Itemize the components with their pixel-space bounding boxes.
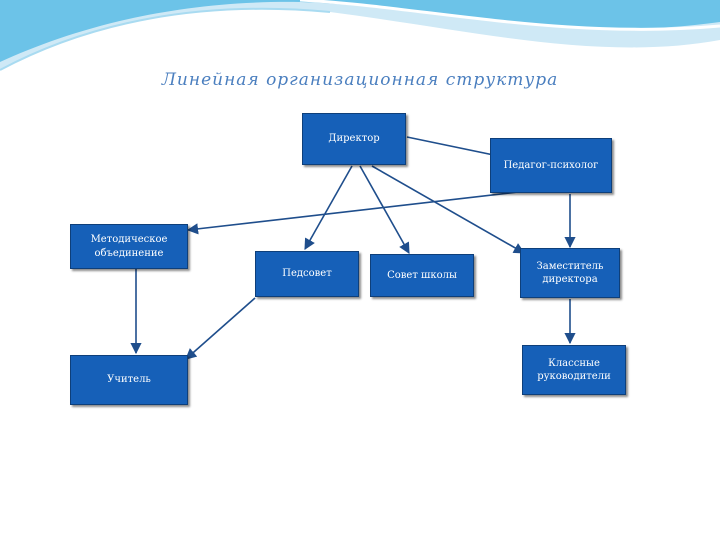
connector-director-deputy	[371, 165, 525, 254]
node-deputy: Заместитель директора	[520, 248, 620, 298]
wave-front	[0, 0, 720, 62]
connector-pedsovet-teacher	[185, 297, 256, 360]
node-psychologist-label: Педагог-психолог	[503, 159, 599, 171]
diagram-title: Линейная организационная структура	[161, 70, 559, 90]
node-pedsovet: Педсовет	[255, 251, 359, 297]
wave-edge	[0, 7, 331, 71]
node-methodical-label: Методическое объединение	[90, 234, 168, 259]
node-deputy-label: Заместитель директора	[536, 260, 604, 286]
node-school-council: Совет школы	[370, 254, 474, 297]
node-methodical: Методическое объединение	[70, 224, 188, 269]
node-class-teachers: Классные руководители	[522, 345, 626, 395]
node-director: Директор	[302, 113, 406, 165]
node-director-label: Директор	[328, 133, 380, 145]
node-psychologist: Педагог-психолог	[490, 138, 612, 193]
wave-highlight	[299, 0, 720, 31]
node-teacher-label: Учитель	[107, 374, 151, 386]
node-pedsovet-label: Педсовет	[282, 268, 332, 280]
connector-director-school-council	[359, 165, 410, 254]
node-school-council-label: Совет школы	[387, 269, 457, 281]
node-teacher: Учитель	[70, 355, 188, 405]
node-class-teachers-label: Классные руководители	[537, 357, 611, 383]
connector-director-pedsovet	[304, 165, 353, 250]
header-wave-decoration	[0, 0, 720, 71]
connector-psychologist-methodical	[186, 191, 519, 235]
